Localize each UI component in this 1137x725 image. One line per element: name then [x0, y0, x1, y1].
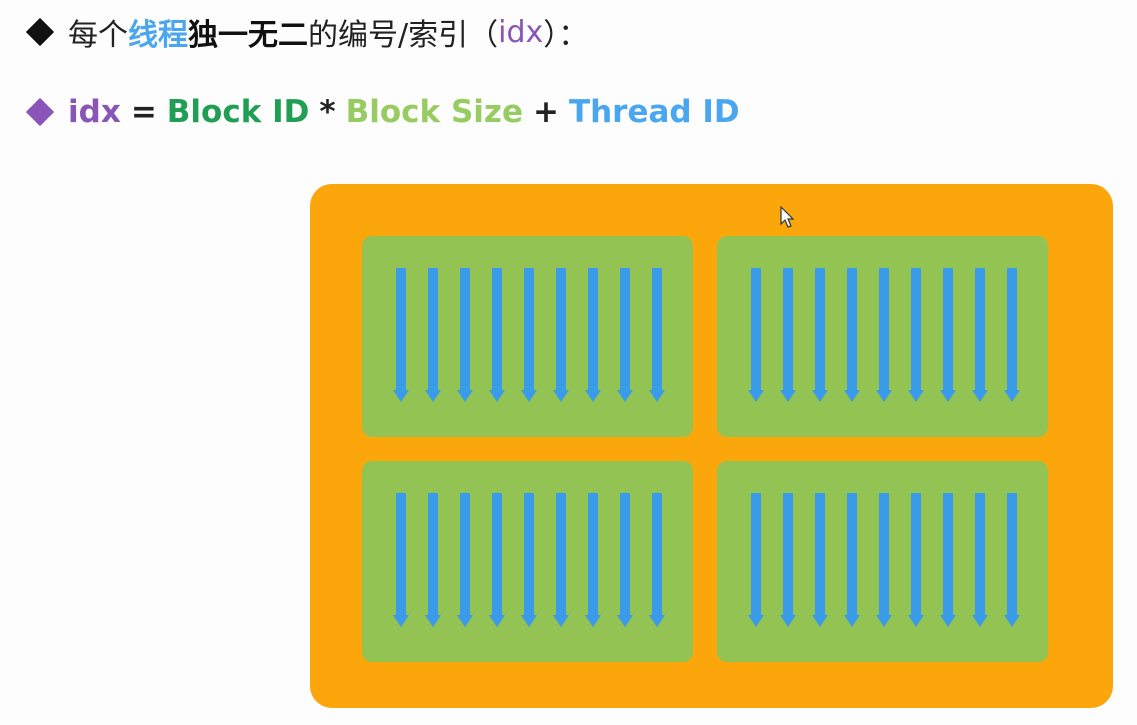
thread-arrow-icon	[457, 493, 473, 633]
diamond-bullet-icon	[25, 17, 55, 47]
thread-block	[362, 461, 693, 662]
thread-arrow-icon	[585, 268, 601, 408]
thread-arrow-icon	[617, 493, 633, 633]
thread-arrow-icon	[940, 268, 956, 408]
thread-arrow-icon	[844, 493, 860, 633]
text-part: 的编号/索引（	[308, 18, 499, 53]
highlight-thread: 线程	[128, 18, 188, 53]
heading-line-1: 每个 线程 独一无二 的编号/索引（ idx ）：	[24, 10, 588, 54]
thread-arrow-icon	[393, 268, 409, 408]
thread-block	[362, 236, 693, 437]
thread-arrow-icon	[553, 493, 569, 633]
thread-arrow-icon	[780, 268, 796, 408]
formula-idx: idx	[68, 94, 121, 130]
thread-arrow-icon	[585, 493, 601, 633]
thread-arrow-icon	[489, 268, 505, 408]
thread-arrow-icon	[649, 268, 665, 408]
text-part: ）：	[543, 18, 589, 53]
thread-arrow-icon	[457, 268, 473, 408]
thread-arrow-icon	[908, 268, 924, 408]
thread-block	[717, 461, 1048, 662]
thread-arrow-icon	[876, 493, 892, 633]
thread-arrow-icon	[489, 493, 505, 633]
thread-arrow-icon	[748, 268, 764, 408]
thread-arrow-icon	[844, 268, 860, 408]
formula-times: *	[319, 94, 336, 130]
thread-arrow-icon	[393, 493, 409, 633]
diamond-bullet-icon	[25, 97, 55, 127]
thread-arrow-icon	[649, 493, 665, 633]
formula-thread-id: Thread ID	[568, 94, 740, 130]
thread-arrow-icon	[1004, 493, 1020, 633]
formula-block-size: Block Size	[345, 94, 523, 130]
highlight-unique: 独一无二	[188, 18, 308, 53]
formula-block-id: Block ID	[166, 94, 310, 130]
thread-arrow-icon	[748, 493, 764, 633]
thread-arrow-icon	[908, 493, 924, 633]
thread-arrow-icon	[521, 493, 537, 633]
thread-arrow-icon	[1004, 268, 1020, 408]
thread-arrow-icon	[972, 268, 988, 408]
thread-arrow-icon	[553, 268, 569, 408]
grid-diagram	[310, 184, 1113, 708]
thread-arrow-icon	[812, 493, 828, 633]
thread-arrow-icon	[972, 493, 988, 633]
formula-equals: =	[130, 94, 157, 130]
mouse-cursor-icon	[780, 206, 795, 228]
thread-arrow-icon	[940, 493, 956, 633]
formula-plus: +	[532, 94, 559, 130]
thread-block	[717, 236, 1048, 437]
thread-arrow-icon	[425, 268, 441, 408]
text-part: 每个	[68, 18, 128, 53]
thread-arrow-icon	[780, 493, 796, 633]
thread-arrow-icon	[876, 268, 892, 408]
thread-arrow-icon	[617, 268, 633, 408]
thread-arrow-icon	[425, 493, 441, 633]
idx-label: idx	[498, 14, 544, 50]
thread-arrow-icon	[812, 268, 828, 408]
thread-arrow-icon	[521, 268, 537, 408]
formula-line: idx = Block ID * Block Size + Thread ID	[24, 94, 740, 130]
